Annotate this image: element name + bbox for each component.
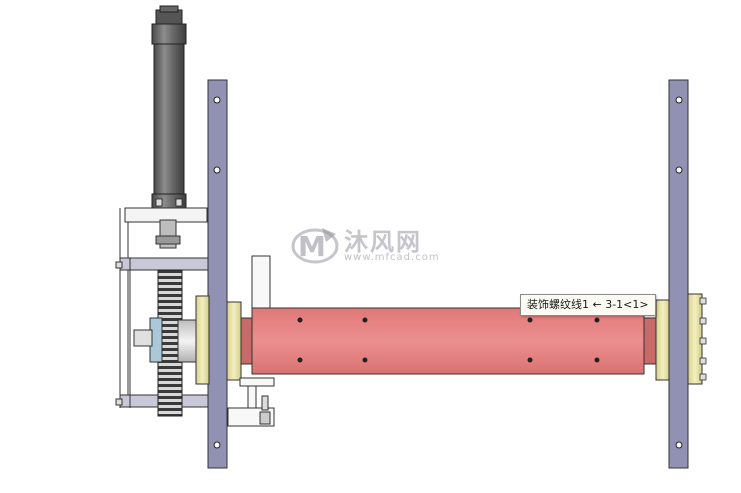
left-frame-plate[interactable] [207,79,228,469]
watermark-logo-icon: M [291,228,339,264]
watermark: M 沐风网 www.mfcad.com [288,222,458,268]
drive-gear[interactable] [133,269,209,417]
right-frame-plate[interactable] [668,79,689,469]
roller[interactable] [251,307,659,375]
feature-tooltip: 装饰螺纹线1 ← 3-1<1> [520,294,656,316]
air-cylinder[interactable] [151,5,187,209]
cylinder-bracket[interactable] [115,207,209,408]
svg-text:M: M [298,230,326,263]
watermark-url: www.mfcad.com [344,252,440,263]
watermark-name: 沐风网 [344,228,422,256]
